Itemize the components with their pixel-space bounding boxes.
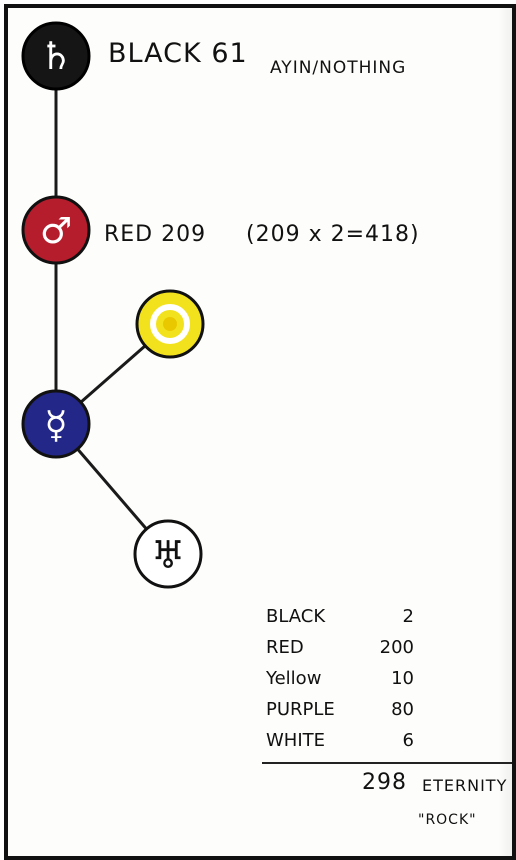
label-black: BLACK 61: [108, 38, 248, 69]
uranus-icon: ♅: [151, 533, 185, 577]
node-purple: ☿: [21, 389, 91, 459]
node-white-circle: [133, 519, 203, 589]
total-number: 298: [362, 770, 407, 795]
legend-row: PURPLE 80: [266, 699, 426, 730]
node-black: ♄: [21, 21, 91, 91]
legend-name: PURPLE: [266, 699, 335, 720]
legend-value: 6: [402, 730, 414, 751]
legend-name: RED: [266, 637, 304, 658]
total-word: ETERNITY: [422, 776, 508, 795]
node-yellow: ☉: [135, 289, 205, 359]
label-black-sub: AYIN/NOTHING: [270, 58, 407, 78]
legend-row: WHITE 6: [266, 730, 426, 761]
legend-row: BLACK 2: [266, 606, 426, 637]
legend-name: Yellow: [266, 668, 322, 689]
rock-note: "ROCK": [418, 812, 477, 828]
node-black-circle: [21, 21, 91, 91]
page-frame: ♄ ♂ ☉ ☿ ♅ BLACK 61 AYIN/NOTHING RED 209 …: [4, 4, 516, 860]
node-red: ♂: [21, 195, 91, 265]
mars-icon: ♂: [40, 211, 72, 252]
legend-value: 200: [379, 637, 414, 658]
label-red: RED 209: [104, 222, 207, 247]
mercury-icon: ☿: [44, 403, 67, 447]
node-red-circle: [21, 195, 91, 265]
legend-name: WHITE: [266, 730, 326, 751]
page-edge-shadow: [498, 8, 512, 856]
legend-value: 2: [402, 606, 414, 627]
label-red-sub: (209 x 2=418): [246, 222, 420, 247]
sum-divider: [262, 762, 512, 764]
tree-diagram: ♄ ♂ ☉ ☿ ♅: [21, 21, 205, 589]
saturn-icon: ♄: [39, 34, 73, 78]
legend-name: BLACK: [266, 606, 326, 627]
legend-value: 80: [391, 699, 414, 720]
legend-value: 10: [391, 668, 414, 689]
sun-icon-ring: [150, 304, 190, 344]
legend-row: RED 200: [266, 637, 426, 668]
sun-icon-dot: [163, 317, 177, 331]
node-white: ♅: [133, 519, 203, 589]
color-value-legend: BLACK 2 RED 200 Yellow 10 PURPLE 80 WHIT…: [266, 606, 426, 761]
node-purple-circle: [21, 389, 91, 459]
legend-row: Yellow 10: [266, 668, 426, 699]
